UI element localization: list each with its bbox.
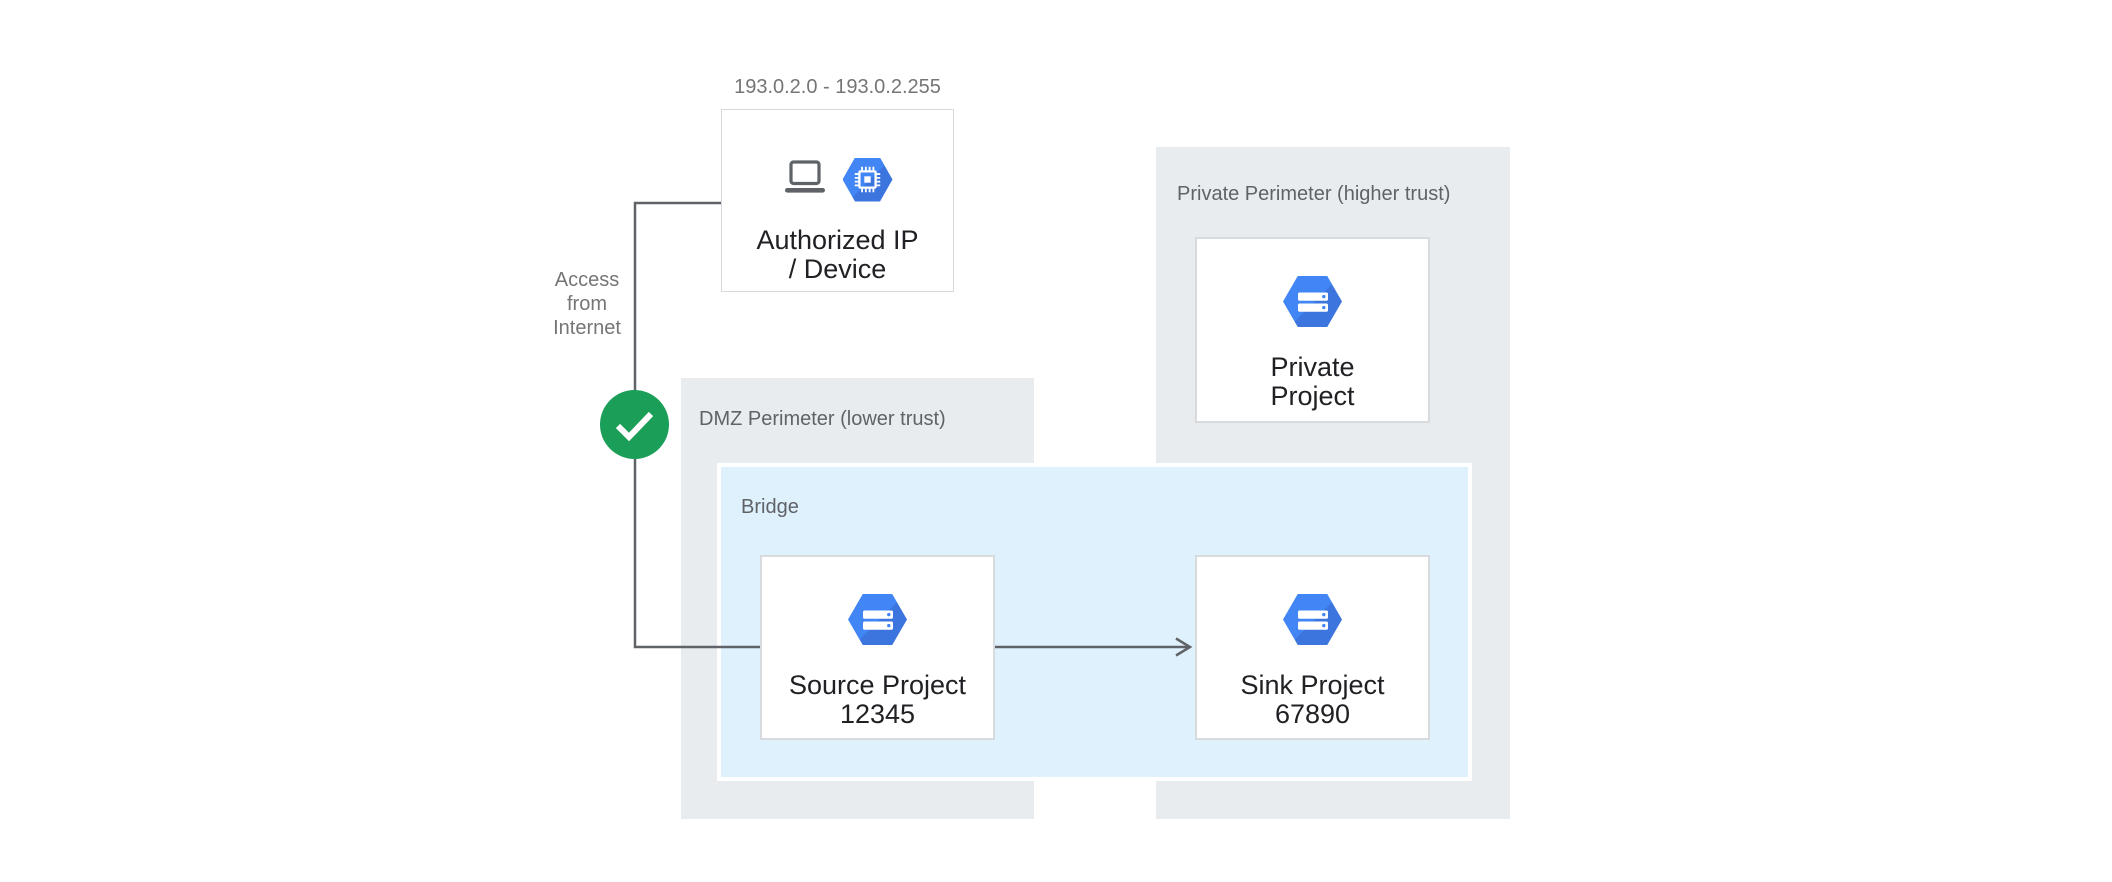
private-project-node: Private Project: [1195, 237, 1430, 423]
authorized-icon-row: [783, 157, 893, 202]
source-project-node: Source Project 12345: [760, 555, 995, 740]
dmz-perimeter-label: DMZ Perimeter (lower trust): [699, 408, 946, 430]
cloud-project-icon: [1283, 276, 1342, 327]
compute-engine-icon: [842, 157, 893, 202]
access-from-internet-label: Access from Internet: [553, 269, 621, 339]
cloud-project-icon: [1283, 594, 1342, 645]
sink-node-title: Sink Project 67890: [1240, 670, 1385, 729]
laptop-icon: [783, 159, 827, 200]
check-icon: [600, 390, 669, 459]
private-node-title: Private Project: [1270, 352, 1355, 411]
bridge-label: Bridge: [741, 496, 799, 518]
cloud-project-icon: [848, 594, 907, 645]
authorized-node-title: Authorized IP / Device: [756, 225, 919, 284]
private-perimeter-label: Private Perimeter (higher trust): [1177, 183, 1451, 205]
sink-project-node: Sink Project 67890: [1195, 555, 1430, 740]
authorized-ip-device-node: Authorized IP / Device: [721, 109, 954, 292]
ip-range-label: 193.0.2.0 - 193.0.2.255: [734, 76, 941, 98]
source-node-title: Source Project 12345: [788, 670, 967, 729]
